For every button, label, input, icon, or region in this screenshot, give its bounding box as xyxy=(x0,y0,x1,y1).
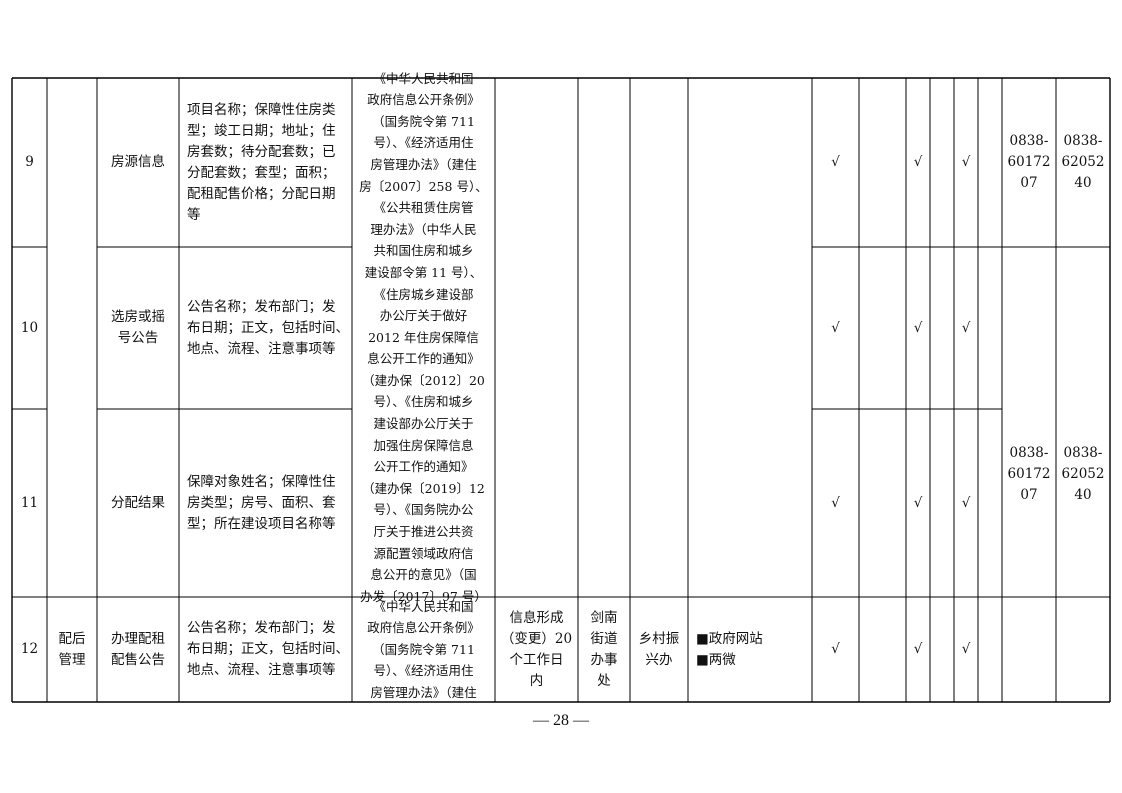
item-content: 保障对象姓名；保障性住 房类型；房号、面积、套 型；所在建设项目名称等 xyxy=(187,473,336,532)
page-number: — 28 — xyxy=(533,712,589,729)
contact-phone: 0838- 60172 07 xyxy=(1007,445,1051,503)
legal-basis: 《中华人民共和国 政府信息公开条例》 （国务院令第 711 号）、《经济适用住 … xyxy=(367,598,480,700)
item-content: 项目名称；保障性住房类 型；竣工日期；地址；住 房套数；待分配套数；已 分配套数… xyxy=(187,101,336,223)
item-content: 公告名称；发布部门；发 布日期；正文，包括时间、 地点、流程、注意事项等 xyxy=(187,298,349,357)
check-mark: √ xyxy=(961,641,971,657)
category: 配后 管理 xyxy=(58,630,86,668)
item-content: 公告名称；发布部门；发 布日期；正文，包括时间、 地点、流程、注意事项等 xyxy=(187,620,349,678)
check-mark: √ xyxy=(961,154,971,170)
item-name: 办理配租 配售公告 xyxy=(111,630,165,668)
disclosure-channel: ■政府网站 ■两微 xyxy=(696,630,763,668)
check-mark: √ xyxy=(831,319,840,336)
check-mark: √ xyxy=(961,494,971,511)
item-name: 选房或摇 号公告 xyxy=(111,309,165,346)
check-mark: √ xyxy=(913,154,923,170)
supervision-phone: 0838- 62052 40 xyxy=(1061,133,1105,191)
contact-phone: 0838- 60172 07 xyxy=(1007,133,1051,191)
row-number: 10 xyxy=(20,319,39,336)
legal-basis: 《中华人民共和国 政府信息公开条例》 （国务院令第 711 号）、《经济适用住 … xyxy=(359,70,488,604)
check-mark: √ xyxy=(831,494,840,511)
supervision-phone: 0838- 62052 40 xyxy=(1061,445,1105,503)
check-mark: √ xyxy=(831,641,840,657)
time-limit: 信息形成 （变更）20 个工作日 内 xyxy=(500,609,573,689)
check-mark: √ xyxy=(913,641,923,657)
row-number: 11 xyxy=(20,494,39,511)
responsible-unit: 乡村振 兴办 xyxy=(638,630,680,668)
check-mark: √ xyxy=(913,494,923,511)
disclosure-subject: 剑南 街道 办事 处 xyxy=(590,609,618,689)
check-mark: √ xyxy=(961,319,971,336)
check-mark: √ xyxy=(913,319,923,336)
check-mark: √ xyxy=(831,154,840,170)
row-number: 9 xyxy=(25,154,34,170)
item-name: 分配结果 xyxy=(111,494,165,511)
row-number: 12 xyxy=(20,641,39,657)
item-name: 房源信息 xyxy=(111,154,165,170)
